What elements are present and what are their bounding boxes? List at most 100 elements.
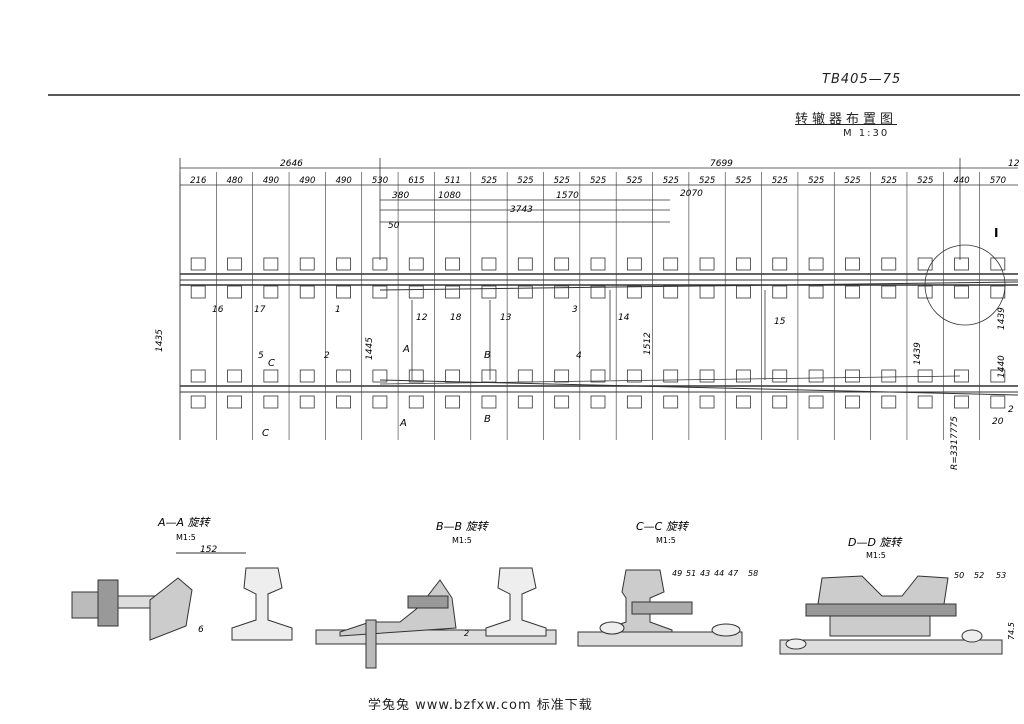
segment-label: 525 [772, 176, 788, 186]
rail-fitting [626, 285, 642, 299]
dimension-lines [179, 158, 1018, 440]
section-mark-b-top: B [484, 350, 491, 361]
section-cc-part-58: 58 [748, 569, 758, 578]
callout-5: 5 [258, 351, 264, 361]
rail-fitting [372, 369, 388, 383]
section-cc-title: C—C 旋转 [636, 520, 690, 533]
rail-fitting [336, 257, 351, 271]
dim-1080: 1080 [438, 191, 461, 201]
segment-label: 525 [481, 176, 497, 186]
rail-fitting [554, 257, 570, 271]
dim-1435: 1435 [155, 329, 165, 352]
rail-fitting [990, 285, 1006, 299]
callout-17: 17 [254, 305, 266, 315]
rail-fitting [408, 257, 424, 271]
rail-fitting [663, 395, 679, 409]
rail-fitting [336, 369, 351, 383]
rail-fitting [845, 285, 860, 299]
section-cc-scale: M1:5 [656, 536, 676, 545]
dim-380: 380 [392, 191, 409, 201]
segment-label: 216 [190, 176, 207, 186]
section-cc-part-43: 43 [700, 569, 710, 578]
rail-fitting [299, 257, 315, 271]
section-mark-c-top: C [268, 358, 275, 369]
document-number: TB405—75 [822, 72, 902, 87]
dim-2070: 2070 [680, 189, 703, 199]
rail-fitting [808, 285, 824, 299]
rail-fitting [227, 285, 242, 299]
segment-label: 511 [445, 176, 461, 186]
section-cc-part-47: 47 [728, 569, 739, 578]
rail-fitting [554, 395, 570, 409]
section-mark-c-bottom: C [262, 428, 269, 439]
dim-far-right: 12 [1008, 159, 1020, 169]
rail-fitting [190, 285, 206, 299]
rail-fitting [735, 395, 751, 409]
callout-2b: 2 [1008, 405, 1014, 415]
dim-radius: R=3317775 [950, 416, 960, 470]
segment-ticks [179, 172, 980, 440]
rail-fitting [227, 369, 242, 383]
segment-label: 525 [699, 176, 715, 186]
rail-fitting [917, 395, 933, 409]
section-bb-drawing [315, 567, 557, 669]
rail-fitting [263, 395, 279, 409]
dim-1439a: 1439 [913, 342, 923, 365]
rail-fitting [881, 395, 897, 409]
segment-label: 525 [626, 176, 642, 186]
rail-fitting [263, 285, 279, 299]
rail-fitting [481, 395, 497, 409]
rail-fitting [517, 285, 533, 299]
dim-3743: 3743 [510, 205, 533, 215]
rail-fitting [299, 395, 315, 409]
rail-fitting [408, 395, 424, 409]
dim-1445: 1445 [365, 337, 375, 360]
section-dd-part-53: 53 [996, 571, 1006, 580]
rail-fitting [408, 285, 424, 299]
section-bb-dim: 2 [464, 629, 469, 638]
segment-label: 525 [917, 176, 933, 186]
rail-fitting [263, 369, 279, 383]
rail-fitting [845, 369, 860, 383]
rail-fitting [881, 285, 897, 299]
rail-fitting [772, 285, 788, 299]
rail-fitting [990, 369, 1006, 383]
segment-label: 490 [263, 176, 279, 186]
rail-fitting [663, 257, 679, 271]
detail-circle-i [924, 244, 1006, 326]
rail-fitting [735, 285, 751, 299]
rail-fitting [917, 257, 933, 271]
rail-fitting [299, 369, 315, 383]
callout-2: 2 [324, 351, 330, 361]
rail-fitting [372, 395, 388, 409]
rail-fitting [990, 257, 1006, 271]
section-aa-dim: 152 [200, 545, 217, 555]
section-dd-dim: 74.5 [1007, 622, 1016, 640]
section-dd-part-50: 50 [954, 571, 964, 580]
dim-1440: 1440 [997, 355, 1007, 378]
rail-fitting [990, 395, 1006, 409]
section-cc-drawing [577, 569, 743, 647]
rail-fitting [845, 257, 860, 271]
rail-fitting [881, 257, 897, 271]
rail-fitting [626, 395, 642, 409]
rail-fitting [190, 257, 206, 271]
rail-fitting [481, 285, 497, 299]
rail-fitting [517, 369, 533, 383]
rail-fitting [954, 395, 969, 409]
rail-fitting [772, 369, 788, 383]
section-mark-a-top: A [402, 344, 410, 355]
segment-label: 490 [299, 176, 315, 186]
section-dd-part-52: 52 [974, 571, 984, 580]
rail-fitting [590, 257, 606, 271]
dim-7699: 7699 [710, 159, 733, 169]
callout-4: 4 [576, 351, 582, 361]
callout-18: 18 [450, 313, 462, 323]
callout-14: 14 [618, 313, 630, 323]
callout-20: 20 [992, 417, 1004, 427]
segment-label: 525 [663, 176, 679, 186]
rail-fitting [190, 395, 206, 409]
rail-fitting [372, 285, 388, 299]
rail-fitting [590, 369, 606, 383]
